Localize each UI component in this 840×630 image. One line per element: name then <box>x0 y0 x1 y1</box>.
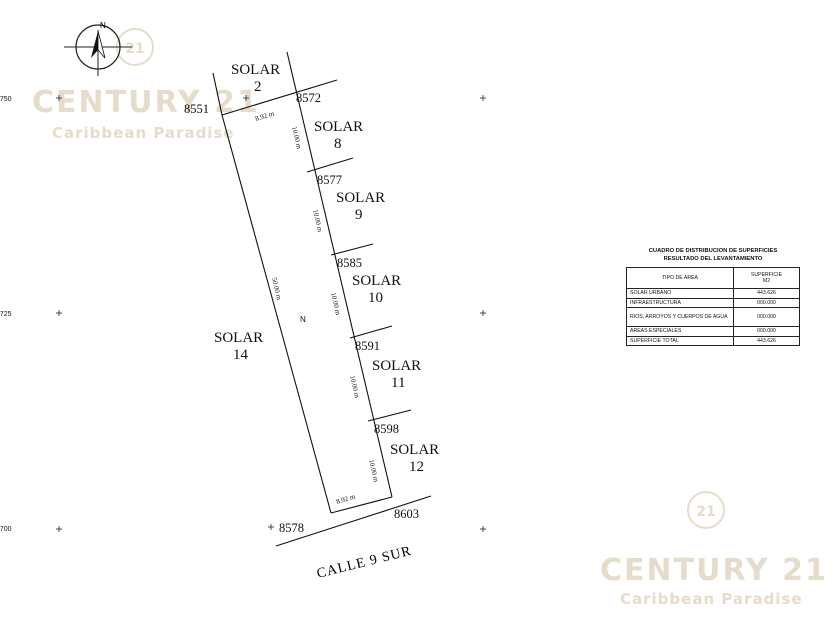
lot-solar-10-number: 10 <box>368 290 383 306</box>
table-title-line-2: RESULTADO DEL LEVANTAMIENTO <box>663 256 763 262</box>
lot-boundaries <box>212 51 432 547</box>
vertex-8577: 8577 <box>317 173 342 187</box>
table-cell-type: SOLAR URBANO <box>626 288 734 299</box>
lot-solar-2-number: 2 <box>254 79 262 95</box>
lot-solar-11-word: SOLAR <box>372 358 421 374</box>
grid-label-middle: 8725 <box>0 311 12 318</box>
vertex-8585: 8585 <box>337 256 362 270</box>
lot-solar-9-word: SOLAR <box>336 190 385 206</box>
table-header-surface-label: SUPERFICIE <box>750 271 783 278</box>
table-cell-type: RIOS, ARROYOS Y CUERPOS DE AGUA <box>626 307 734 327</box>
lot-solar-8-number: 8 <box>334 136 342 152</box>
lot-labels: SOLAR 2 SOLAR 8 SOLAR 9 SOLAR 10 SOLAR 1… <box>214 62 439 475</box>
dimension-bottom-width: 8.92 m <box>335 492 356 505</box>
lot-solar-9-number: 9 <box>355 207 363 223</box>
grid-label-top: 8750 <box>0 96 12 103</box>
street-name: CALLE 9 SUR <box>315 544 413 582</box>
table-header-surface: SUPERFICIE M2 <box>733 267 800 289</box>
table-cell-value: 000.000 <box>733 326 800 337</box>
grid-cross-icon <box>56 95 486 532</box>
lot-solar-14-number: 14 <box>233 347 249 363</box>
table-cell-value: 443.626 <box>733 335 800 346</box>
vertex-8603: 8603 <box>394 507 419 521</box>
area-distribution-table: CUADRO DE DISTRIBUCION DE SUPERFICIES RE… <box>626 247 800 346</box>
watermark-monogram: 21 <box>696 504 715 520</box>
table-cell-type: INFRAESTRUCTURA <box>626 297 734 308</box>
table-cell-type: SUPERFICIE TOTAL <box>626 335 734 346</box>
north-label: N <box>100 21 106 30</box>
dimension-segment-4: 10.00 m <box>348 375 361 400</box>
watermark-subtitle: Caribbean Paradise <box>620 590 803 608</box>
dimension-segment-3: 10.00 m <box>329 292 342 317</box>
vertex-8598: 8598 <box>374 422 399 436</box>
vertex-8551: 8551 <box>184 102 209 116</box>
north-compass-icon: N <box>64 21 132 76</box>
table-cell-value: 443.626 <box>733 288 800 299</box>
watermark-monogram: 21 <box>125 41 144 57</box>
watermark-ring-icon <box>687 491 725 529</box>
dimension-segment-5: 10.00 m <box>367 459 380 484</box>
lot-solar-10-word: SOLAR <box>352 273 401 289</box>
table-header-row: TIPO DE AREA SUPERFICIE M2 <box>626 267 800 289</box>
table-header-type: TIPO DE AREA <box>626 267 734 289</box>
lot-solar-14-word: SOLAR <box>214 330 263 346</box>
table-title-line-1: CUADRO DE DISTRIBUCION DE SUPERFICIES <box>648 248 778 254</box>
table-row: SUPERFICIE TOTAL 443.626 <box>626 335 800 346</box>
grid-labels: 8750 8725 8700 <box>0 96 12 533</box>
watermark-subtitle: Caribbean Paradise <box>52 124 235 142</box>
table-cell-value: 000.000 <box>733 307 800 327</box>
table-row: INFRAESTRUCTURA 000.000 <box>626 297 800 308</box>
lot-solar-8-word: SOLAR <box>314 119 363 135</box>
lot-solar-11-number: 11 <box>391 375 405 391</box>
table-row: RIOS, ARROYOS Y CUERPOS DE AGUA 000.000 <box>626 307 800 327</box>
table-cell-type: AREAS ESPECIALES <box>626 326 734 337</box>
watermark-brand: CENTURY 21 <box>32 85 260 120</box>
table-row: AREAS ESPECIALES 000.000 <box>626 326 800 337</box>
dimension-segment-2: 10.00 m <box>311 209 324 234</box>
area-table: TIPO DE AREA SUPERFICIE M2 SOLAR URBANO … <box>626 267 800 346</box>
vertex-8591: 8591 <box>355 339 380 353</box>
watermark-bottom: 21 CENTURY 21 Caribbean Paradise <box>600 491 828 608</box>
vertex-8572: 8572 <box>296 91 321 105</box>
watermark-top: 21 CENTURY 21 Caribbean Paradise <box>32 28 260 142</box>
vertex-labels: 8551 8572 8577 8585 8591 8598 8578 8603 <box>184 91 419 535</box>
dimension-segment-1: 10.00 m <box>290 126 303 151</box>
lot-marker: N <box>300 315 306 324</box>
lot-solar-12-number: 12 <box>409 459 424 475</box>
grid-label-bottom: 8700 <box>0 526 12 533</box>
watermark-brand: CENTURY 21 <box>600 553 828 588</box>
lot-solar-12-word: SOLAR <box>390 442 439 458</box>
table-cell-value: 000.000 <box>733 297 800 308</box>
table-row: SOLAR URBANO 443.626 <box>626 288 800 299</box>
table-header-unit: M2 <box>762 278 771 284</box>
lot-solar-2-word: SOLAR <box>231 62 280 78</box>
vertex-8578: 8578 <box>279 521 304 535</box>
